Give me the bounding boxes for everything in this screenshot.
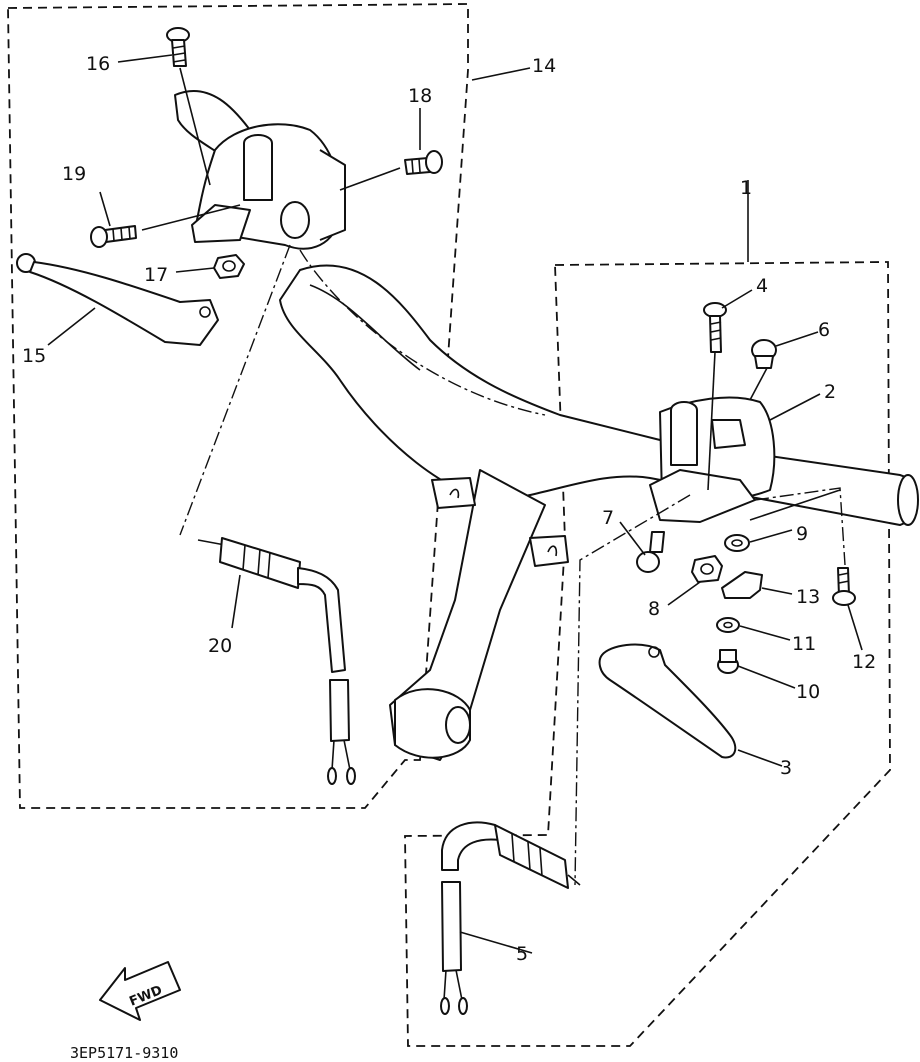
screw-16 xyxy=(166,27,190,67)
drawing-code: 3EP5171-9310 xyxy=(70,1044,178,1062)
left-lever-holder xyxy=(174,89,346,250)
callout-12: 12 xyxy=(852,651,876,673)
screw-18 xyxy=(404,150,443,175)
callout-17: 17 xyxy=(144,264,168,286)
assembly-1-boundary xyxy=(404,261,891,1047)
callout-15: 15 xyxy=(22,345,46,367)
bolt-12 xyxy=(832,567,856,606)
callout-13: 13 xyxy=(796,586,820,608)
callout-4: 4 xyxy=(756,275,768,297)
screw-7 xyxy=(636,531,665,573)
cap-6 xyxy=(751,339,777,369)
callout-10: 10 xyxy=(796,681,820,703)
handlebar xyxy=(279,264,919,526)
right-switch xyxy=(440,821,581,1015)
callout-6: 6 xyxy=(818,319,830,341)
right-lever xyxy=(598,643,737,759)
right-lever-holder xyxy=(649,396,776,523)
washer-11 xyxy=(716,617,740,633)
collar-8 xyxy=(691,555,723,583)
assembly-14-boundary xyxy=(7,3,469,809)
callout-7: 7 xyxy=(602,507,614,529)
leader-lines xyxy=(47,54,863,954)
screw-4 xyxy=(703,302,727,353)
callout-3: 3 xyxy=(780,757,792,779)
callout-9: 9 xyxy=(796,523,808,545)
callout-8: 8 xyxy=(648,598,660,620)
callout-18: 18 xyxy=(408,85,432,107)
left-switch xyxy=(197,537,356,785)
callout-2: 2 xyxy=(824,381,836,403)
callout-20: 20 xyxy=(208,635,232,657)
callout-14: 14 xyxy=(532,55,556,77)
screw-19 xyxy=(90,225,137,248)
frame-bracket xyxy=(389,469,569,761)
washer-9 xyxy=(724,534,750,552)
callout-labels: 16 14 18 19 1 17 4 6 15 2 7 9 13 8 20 11… xyxy=(22,53,876,965)
callout-16: 16 xyxy=(86,53,110,75)
left-lever xyxy=(16,253,219,346)
callout-1: 1 xyxy=(740,177,752,199)
callout-11: 11 xyxy=(792,633,816,655)
callout-5: 5 xyxy=(516,943,528,965)
fwd-arrow-icon: FWD xyxy=(99,961,181,1021)
cam-13 xyxy=(721,571,763,599)
nut-17 xyxy=(213,254,245,279)
callout-19: 19 xyxy=(62,163,86,185)
nut-10 xyxy=(717,649,739,674)
